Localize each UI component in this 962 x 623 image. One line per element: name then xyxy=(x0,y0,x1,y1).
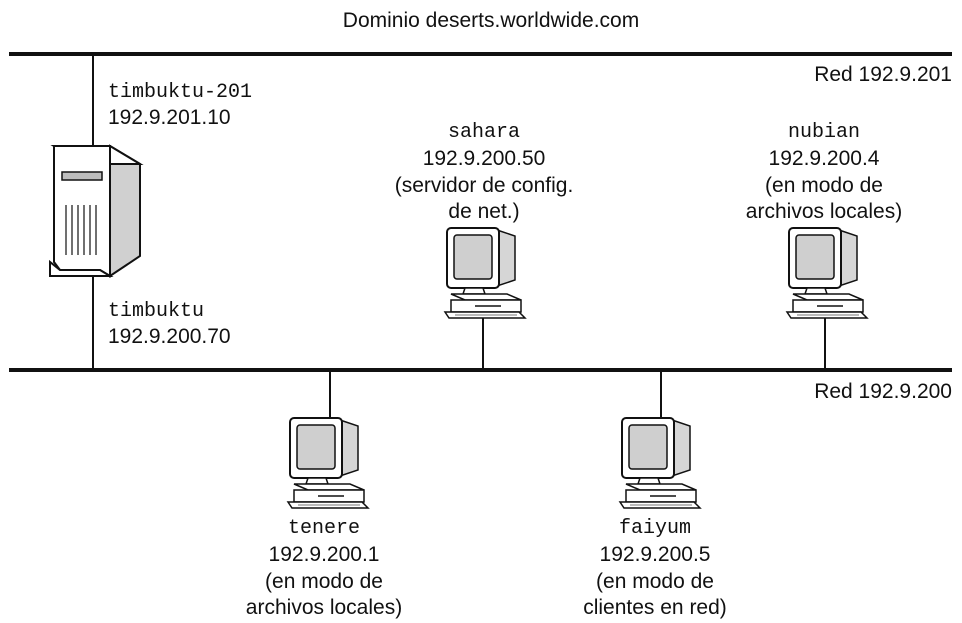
host-tenere-ip: 192.9.200.1 xyxy=(268,543,380,566)
host-sahara-name: sahara xyxy=(447,121,521,144)
host-nubian-desc-1: (en modo de xyxy=(765,174,883,197)
router-name-upper: timbuktu-201 xyxy=(108,81,253,104)
host-nubian-desc-2: archivos locales) xyxy=(745,200,903,223)
workstation-faiyum-icon xyxy=(619,417,701,509)
host-sahara-desc-2: de net.) xyxy=(448,200,520,223)
router-ip-lower: 192.9.200.70 xyxy=(108,325,231,348)
host-faiyum-desc-1: (en modo de xyxy=(596,570,714,593)
host-faiyum-desc-2: clientes en red) xyxy=(583,596,727,619)
host-tenere-desc-1: (en modo de xyxy=(265,570,383,593)
workstation-sahara-icon xyxy=(444,227,526,319)
diagram-title: Dominio deserts.worldwide.com xyxy=(342,9,640,32)
router-name-lower: timbuktu xyxy=(108,300,205,323)
network-label-bottom: Red 192.9.200 xyxy=(814,380,952,403)
network-label-top: Red 192.9.201 xyxy=(814,63,952,86)
host-nubian-name: nubian xyxy=(787,121,861,144)
server-tower-icon xyxy=(49,144,144,278)
workstation-nubian-icon xyxy=(786,227,868,319)
host-faiyum-ip: 192.9.200.5 xyxy=(599,543,711,566)
workstation-tenere-icon xyxy=(287,417,369,509)
host-tenere-desc-2: archivos locales) xyxy=(245,596,403,619)
host-faiyum-name: faiyum xyxy=(618,517,692,540)
host-nubian-ip: 192.9.200.4 xyxy=(768,147,880,170)
host-sahara-desc-1: (servidor de config. xyxy=(394,174,574,197)
router-ip-upper: 192.9.201.10 xyxy=(108,106,231,129)
host-sahara-ip: 192.9.200.50 xyxy=(422,147,546,170)
host-tenere-name: tenere xyxy=(287,517,361,540)
